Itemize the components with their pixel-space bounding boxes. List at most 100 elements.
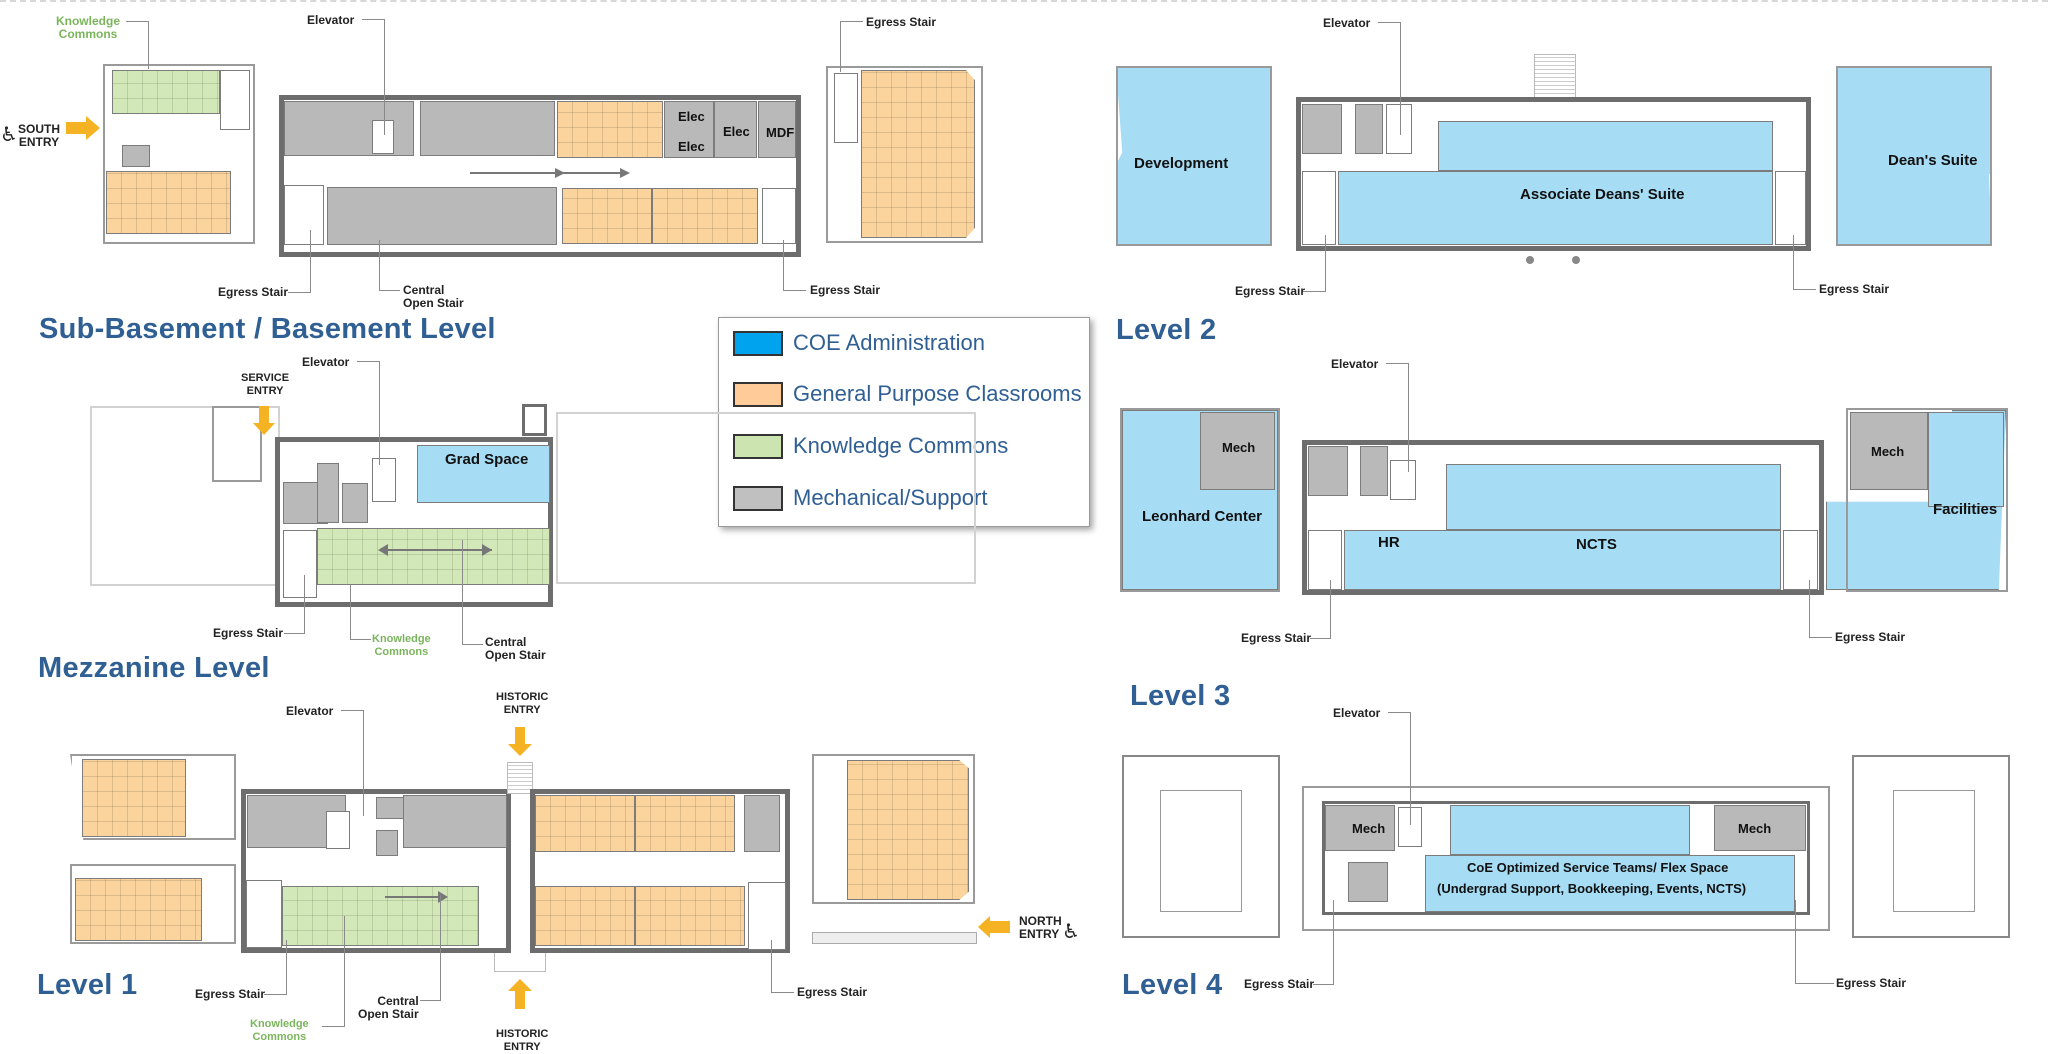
legend-label: Knowledge Commons (793, 433, 1009, 458)
level2-north-steps (1534, 54, 1576, 98)
label-knowledge-commons: Knowledge Commons (372, 633, 431, 658)
room-label-hr: HR (1378, 534, 1400, 551)
room-label-deans-suite: Dean's Suite (1888, 152, 1978, 169)
label-historic-entry-bottom: HISTORIC ENTRY (496, 1028, 549, 1053)
level1-east-wing-wall (812, 754, 975, 904)
level3-ncts-north (1446, 464, 1781, 530)
basement-elec-room-pair (664, 101, 714, 158)
basement-support-south (327, 187, 557, 245)
level3-east-wing-wall (1846, 408, 2008, 592)
level4-west-roof-outline (1160, 790, 1242, 912)
legend-item-general-purpose-classrooms: General Purpose Classrooms (733, 379, 1082, 409)
leader-line (126, 21, 149, 69)
leader-line (322, 916, 345, 1027)
label-central-open-stair: Central Open Stair (358, 994, 419, 1021)
level1-central-west-wall (241, 789, 511, 953)
mezzanine-support-2 (317, 463, 339, 523)
south-entry-arrowhead-icon (86, 116, 100, 140)
mezzanine-support-3 (342, 483, 368, 523)
label-egress-stair: Egress Stair (213, 626, 284, 640)
level2-support-1 (1302, 104, 1342, 154)
plan-title-basement: Sub-Basement / Basement Level (39, 313, 496, 345)
leader-line (1388, 712, 1411, 825)
level1-egress-stair-e (748, 882, 786, 950)
plan-title-level2: Level 2 (1116, 314, 1217, 346)
leader-line (264, 940, 287, 995)
level1-classroom-n2 (635, 795, 735, 852)
mezzanine-faded-east-block (556, 412, 976, 584)
basement-elec-room (714, 101, 757, 158)
legend-label: General Purpose Classrooms (793, 381, 1082, 406)
label-egress-stair: Egress Stair (1836, 976, 1907, 990)
service-entry-arrow-icon (259, 406, 269, 424)
label-egress-stair: Egress Stair (1835, 630, 1906, 644)
label-egress-stair: Egress Stair (1819, 282, 1890, 296)
level3-egress-stair-e (1783, 530, 1818, 590)
label-egress-stair: Egress Stair (797, 985, 868, 999)
level2-elevator (1386, 104, 1412, 154)
central-stair-arrow-line (385, 896, 440, 898)
label-egress-stair: Egress Stair (1244, 977, 1315, 991)
level2-associate-deans-south (1338, 171, 1773, 245)
room-label-mech-right: Mech (1871, 444, 1905, 459)
level3-ncts-south (1344, 530, 1781, 590)
historic-entry-bottom-arrow-icon (515, 991, 525, 1009)
north-entry-arrowhead-icon (978, 916, 990, 938)
level4-support (1348, 862, 1388, 902)
label-egress-stair: Egress Stair (218, 285, 289, 299)
basement-auditorium (861, 70, 975, 238)
leader-line (1310, 580, 1331, 639)
basement-egress-stair-e (762, 188, 796, 244)
level2-central-wall (1296, 97, 1811, 251)
level4-outer-wall (1302, 786, 1830, 931)
level3-mech-left-room (1200, 412, 1275, 490)
arrow-left-icon (378, 544, 388, 556)
leader-line (783, 240, 806, 291)
level1-support-a (376, 797, 406, 819)
level1-support-e (744, 795, 780, 852)
room-label-grad-space: Grad Space (445, 451, 529, 468)
leader-line (284, 575, 305, 634)
level1-support-b (376, 830, 398, 856)
basement-auditorium-wall (826, 66, 983, 243)
level3-support-1 (1308, 446, 1348, 496)
level4-mech-right-room (1714, 805, 1806, 851)
level2-support-2 (1355, 104, 1383, 154)
level3-egress-stair-w (1308, 530, 1342, 590)
basement-restroom-1 (284, 101, 414, 156)
level1-classroom-s2 (635, 886, 745, 946)
label-central-open-stair: Central Open Stair (485, 635, 546, 662)
label-elevator: Elevator (307, 13, 355, 27)
label-knowledge-commons: Knowledge Commons (55, 14, 120, 41)
mezzanine-central-wall (275, 437, 553, 607)
level4-west-roof (1122, 755, 1280, 938)
level3-west-wing-wall (1120, 408, 1280, 592)
basement-egress-stair-ne (834, 73, 858, 143)
legend-label: Mechanical/Support (793, 485, 988, 510)
label-elevator: Elevator (1323, 16, 1371, 30)
mezzanine-egress-stair (283, 530, 317, 598)
room-label-leonhard-center: Leonhard Center (1142, 508, 1263, 525)
leader-line (362, 19, 385, 135)
leader-line (1795, 900, 1834, 984)
mezzanine-grad-space-room (417, 445, 550, 503)
leader-line (1378, 22, 1401, 135)
level2-egress-stair-w (1302, 171, 1336, 245)
level3-support-2 (1360, 446, 1388, 496)
label-elevator: Elevator (302, 355, 350, 369)
room-label-facilities: Facilities (1933, 501, 1998, 518)
commons-stair-arrow-line (382, 549, 492, 551)
level3-facilities-north (1928, 412, 2004, 507)
basement-knowledge-commons-room (112, 70, 220, 114)
legend-item-knowledge-commons: Knowledge Commons (733, 431, 1008, 461)
historic-entry-top-arrow-icon (515, 727, 525, 745)
leader-line (420, 895, 441, 1001)
level1-restroom-e (403, 795, 507, 848)
corridor-arrow-right-icon (620, 168, 630, 178)
basement-classroom-left (106, 171, 231, 234)
leader-line (840, 21, 863, 72)
leader-line (341, 710, 364, 816)
level1-classroom-s1 (535, 886, 635, 946)
room-label-flex-space: CoE Optimized Service Teams/ Flex Space (1467, 860, 1729, 875)
legend-item-mechanical-support: Mechanical/Support (733, 483, 987, 513)
